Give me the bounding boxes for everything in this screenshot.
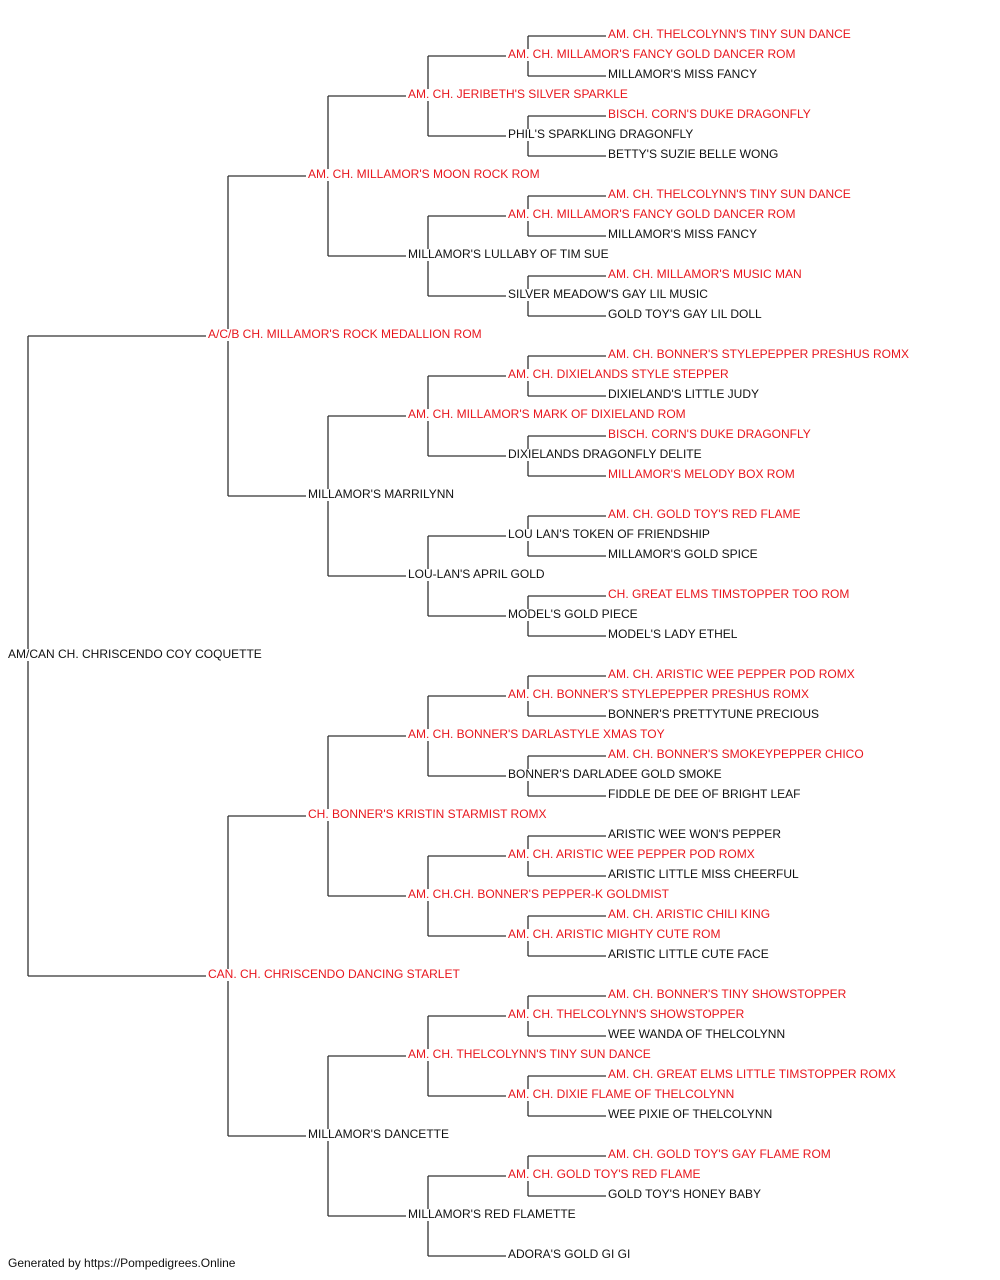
- ancestor-name: AM. CH. MILLAMOR'S MARK OF DIXIELAND ROM: [408, 407, 686, 421]
- ancestor-name: CH. GREAT ELMS TIMSTOPPER TOO ROM: [608, 587, 850, 601]
- ancestor-name: AM. CH. MILLAMOR'S FANCY GOLD DANCER ROM: [508, 207, 796, 221]
- ancestor-name: BISCH. CORN'S DUKE DRAGONFLY: [608, 107, 811, 121]
- ancestor-name: BETTY'S SUZIE BELLE WONG: [608, 147, 779, 161]
- ancestor-name: AM. CH. JERIBETH'S SILVER SPARKLE: [408, 87, 628, 101]
- ancestor-name: AM. CH. ARISTIC MIGHTY CUTE ROM: [508, 927, 721, 941]
- ancestor-name: MODEL'S LADY ETHEL: [608, 627, 738, 641]
- ancestor-name: AM. CH.CH. BONNER'S PEPPER-K GOLDMIST: [408, 887, 669, 901]
- ancestor-name: AM. CH. GREAT ELMS LITTLE TIMSTOPPER ROM…: [608, 1067, 896, 1081]
- ancestor-name: DIXIELANDS DRAGONFLY DELITE: [508, 447, 702, 461]
- ancestor-name: AM. CH. GOLD TOY'S RED FLAME: [508, 1167, 701, 1181]
- ancestor-name: MILLAMOR'S LULLABY OF TIM SUE: [408, 247, 609, 261]
- ancestor-name: AM. CH. MILLAMOR'S FANCY GOLD DANCER ROM: [508, 47, 796, 61]
- ancestor-name: A/C/B CH. MILLAMOR'S ROCK MEDALLION ROM: [208, 327, 482, 341]
- ancestor-name: AM. CH. GOLD TOY'S GAY FLAME ROM: [608, 1147, 831, 1161]
- ancestor-name: GOLD TOY'S GAY LIL DOLL: [608, 307, 762, 321]
- ancestor-name: ARISTIC LITTLE MISS CHEERFUL: [608, 867, 799, 881]
- generated-by-footer: Generated by https://Pompedigrees.Online: [8, 1256, 236, 1270]
- ancestor-name: LOU-LAN'S APRIL GOLD: [408, 567, 545, 581]
- ancestor-name: MODEL'S GOLD PIECE: [508, 607, 638, 621]
- ancestor-name: ARISTIC WEE WON'S PEPPER: [608, 827, 781, 841]
- ancestor-name: ARISTIC LITTLE CUTE FACE: [608, 947, 769, 961]
- ancestor-name: CH. BONNER'S KRISTIN STARMIST ROMX: [308, 807, 547, 821]
- ancestor-name: AM. CH. THELCOLYNN'S SHOWSTOPPER: [508, 1007, 745, 1021]
- ancestor-name: AM. CH. MILLAMOR'S MOON ROCK ROM: [308, 167, 540, 181]
- ancestor-name: BISCH. CORN'S DUKE DRAGONFLY: [608, 427, 811, 441]
- ancestor-name: MILLAMOR'S GOLD SPICE: [608, 547, 758, 561]
- ancestor-name: AM. CH. BONNER'S STYLEPEPPER PRESHUS ROM…: [608, 347, 910, 361]
- ancestor-name: GOLD TOY'S HONEY BABY: [608, 1187, 762, 1201]
- ancestor-name: AM. CH. ARISTIC WEE PEPPER POD ROMX: [508, 847, 755, 861]
- ancestor-name: MILLAMOR'S MISS FANCY: [608, 67, 757, 81]
- ancestor-name: LOU LAN'S TOKEN OF FRIENDSHIP: [508, 527, 710, 541]
- ancestor-name: AM. CH. THELCOLYNN'S TINY SUN DANCE: [608, 187, 851, 201]
- ancestor-name: AM. CH. BONNER'S STYLEPEPPER PRESHUS ROM…: [508, 687, 810, 701]
- ancestor-name: MILLAMOR'S MELODY BOX ROM: [608, 467, 795, 481]
- ancestor-name: MILLAMOR'S DANCETTE: [308, 1127, 449, 1141]
- ancestor-name: AM. CH. THELCOLYNN'S TINY SUN DANCE: [608, 27, 851, 41]
- ancestor-name: AM. CH. ARISTIC CHILI KING: [608, 907, 771, 921]
- ancestor-name: AM. CH. THELCOLYNN'S TINY SUN DANCE: [408, 1047, 651, 1061]
- ancestor-name: AM. CH. BONNER'S DARLASTYLE XMAS TOY: [408, 727, 665, 741]
- ancestor-name: BONNER'S DARLADEE GOLD SMOKE: [508, 767, 722, 781]
- ancestor-name: AM. CH. BONNER'S TINY SHOWSTOPPER: [608, 987, 847, 1001]
- ancestor-name: MILLAMOR'S MISS FANCY: [608, 227, 757, 241]
- ancestor-name: WEE PIXIE OF THELCOLYNN: [608, 1107, 773, 1121]
- ancestor-name: MILLAMOR'S MARRILYNN: [308, 487, 455, 501]
- ancestor-name: BONNER'S PRETTYTUNE PRECIOUS: [608, 707, 819, 721]
- ancestor-name: SILVER MEADOW'S GAY LIL MUSIC: [508, 287, 708, 301]
- ancestor-name: FIDDLE DE DEE OF BRIGHT LEAF: [608, 787, 801, 801]
- ancestor-name: DIXIELAND'S LITTLE JUDY: [608, 387, 759, 401]
- ancestor-name: AM. CH. DIXIELANDS STYLE STEPPER: [508, 367, 729, 381]
- ancestor-name: AM. CH. MILLAMOR'S MUSIC MAN: [608, 267, 802, 281]
- ancestor-name: AM. CH. ARISTIC WEE PEPPER POD ROMX: [608, 667, 855, 681]
- ancestor-name: ADORA'S GOLD GI GI: [508, 1247, 631, 1261]
- ancestor-name: PHIL'S SPARKLING DRAGONFLY: [508, 127, 694, 141]
- ancestor-name: AM. CH. DIXIE FLAME OF THELCOLYNN: [508, 1087, 735, 1101]
- subject-dog-name: AM/CAN CH. CHRISCENDO COY COQUETTE: [8, 647, 262, 661]
- ancestor-name: CAN. CH. CHRISCENDO DANCING STARLET: [208, 967, 460, 981]
- ancestor-name: AM. CH. BONNER'S SMOKEYPEPPER CHICO: [608, 747, 864, 761]
- ancestor-name: AM. CH. GOLD TOY'S RED FLAME: [608, 507, 801, 521]
- ancestor-name: MILLAMOR'S RED FLAMETTE: [408, 1207, 576, 1221]
- ancestor-name: WEE WANDA OF THELCOLYNN: [608, 1027, 786, 1041]
